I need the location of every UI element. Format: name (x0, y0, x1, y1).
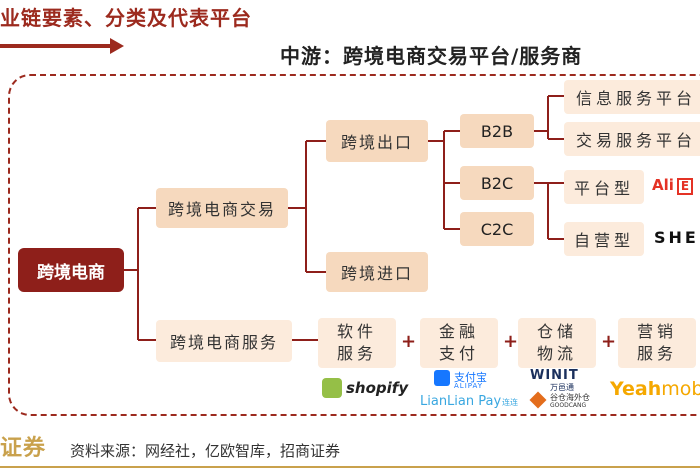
alipay-logo-cn: 支付宝 (454, 371, 487, 384)
service-warehouse-line2: 物流 (536, 344, 577, 363)
plus-sign: + (401, 331, 417, 352)
service-marketing-line1: 营销 (636, 322, 677, 341)
node-self-run-type: 自营型 (564, 222, 644, 256)
source-note: 资料来源：网经社，亿欧智库，招商证券 (70, 442, 341, 460)
node-cross-border-service: 跨境电商服务 (156, 320, 292, 362)
lianlian-pay-logo: LianLian Pay (420, 394, 502, 409)
node-info-service-platform: 信息服务平台 (564, 80, 700, 114)
lianlian-tag: 连连 (502, 398, 518, 407)
diagram-frame (8, 74, 700, 416)
node-trade-service-platform: 交易服务平台 (564, 122, 700, 156)
connector-b2c (534, 182, 564, 240)
service-warehouse-logistics: 仓储物流 (518, 318, 596, 368)
service-finance-line1: 金融 (438, 322, 479, 341)
winit-logo-cn: 万邑通 (550, 383, 574, 392)
footer-divider (0, 466, 700, 468)
node-c2c: C2C (460, 212, 534, 246)
service-software-line1: 软件 (336, 322, 377, 341)
connector-export (428, 130, 460, 230)
node-cross-border-ecommerce: 跨境电商 (18, 248, 124, 292)
service-warehouse-line1: 仓储 (536, 322, 577, 341)
page-title: 业链要素、分类及代表平台 (0, 6, 252, 30)
service-finance-line2: 支付 (438, 344, 479, 363)
service-finance-payment: 金融支付 (420, 318, 498, 368)
title-arrow-icon (110, 38, 124, 54)
shein-logo: SHEIN (654, 228, 700, 247)
connector-root (124, 207, 156, 341)
goodcang-logo-cn: 谷仓海外仓 (550, 393, 590, 402)
service-marketing-line2: 服务 (636, 344, 677, 363)
node-export: 跨境出口 (326, 120, 428, 162)
service-marketing: 营销服务 (618, 318, 696, 368)
title-arrow-line (0, 44, 112, 48)
winit-logo: WINIT (530, 368, 579, 383)
node-b2c: B2C (460, 166, 534, 200)
node-b2b: B2B (460, 114, 534, 148)
alipay-logo-en: ALIPAY (454, 382, 484, 390)
shopify-logo: shopify (346, 379, 409, 397)
service-software: 软件服务 (318, 318, 396, 368)
yeahmobi-logo: Yeahmobi (610, 378, 700, 400)
node-platform-type: 平台型 (564, 170, 644, 204)
footer-brand: 证券 (0, 435, 47, 461)
goodcang-logo-en: GOODCANG (550, 402, 587, 409)
shopify-bag-icon (322, 378, 342, 398)
node-cross-border-trade: 跨境电商交易 (156, 188, 288, 228)
plus-sign: + (601, 331, 617, 352)
connector-b2b (534, 95, 564, 140)
page-subtitle: 中游：跨境电商交易平台/服务商 (280, 44, 583, 68)
plus-sign: + (503, 331, 519, 352)
service-software-line2: 服务 (336, 344, 377, 363)
alipay-icon (434, 370, 450, 386)
node-import: 跨境进口 (326, 252, 428, 292)
connector-trade (288, 140, 326, 273)
